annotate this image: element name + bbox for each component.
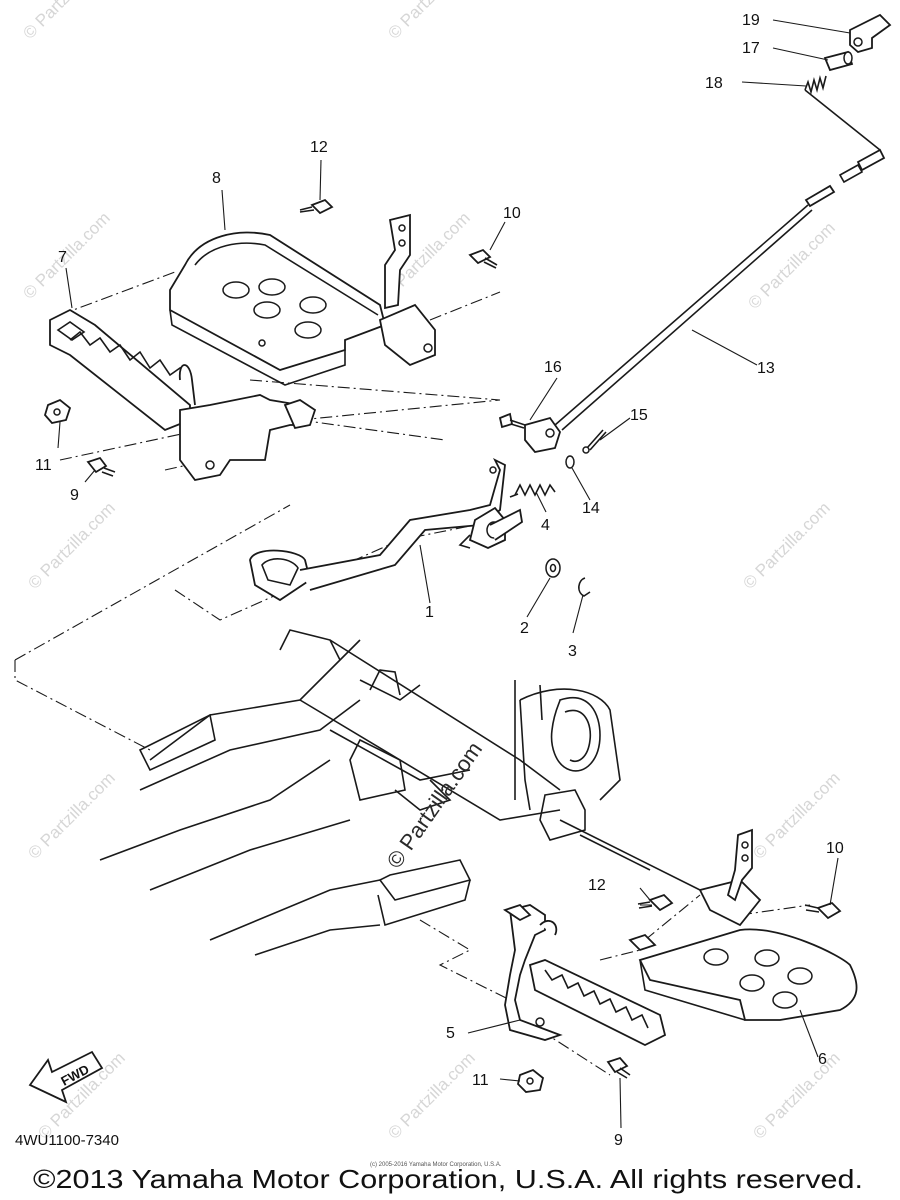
callout-5: 5 bbox=[446, 1025, 455, 1042]
part-5-footpeg-right bbox=[502, 903, 667, 1047]
callout-8: 8 bbox=[212, 170, 221, 187]
watermark: © Partzilla.com bbox=[739, 498, 833, 592]
part-9-bolt-right bbox=[606, 1056, 631, 1079]
callout-9: 9 bbox=[614, 1132, 623, 1149]
part-19-clevis bbox=[849, 13, 892, 53]
callout-19: 19 bbox=[742, 12, 760, 29]
part-2-washer bbox=[545, 558, 561, 578]
part-11-nut-right bbox=[517, 1068, 545, 1093]
callout-3: 3 bbox=[568, 643, 577, 660]
callout-12: 12 bbox=[310, 139, 328, 156]
part-3-circlip bbox=[578, 577, 591, 597]
cable-clevis bbox=[524, 416, 561, 453]
callout-10: 10 bbox=[826, 840, 844, 857]
callout-11: 11 bbox=[472, 1072, 489, 1089]
callout-6: 6 bbox=[818, 1051, 827, 1068]
callout-9: 9 bbox=[70, 487, 79, 504]
callout-13: 13 bbox=[757, 360, 775, 377]
part-8-footrest-left bbox=[169, 213, 436, 386]
part-12-bolt-right bbox=[637, 893, 674, 912]
part-14-washer bbox=[565, 455, 575, 469]
frame-chassis bbox=[99, 629, 701, 956]
callout-2: 2 bbox=[520, 620, 529, 637]
watermark: © Partzilla.com bbox=[24, 498, 118, 592]
part-18-spring bbox=[804, 74, 827, 96]
part-1-brake-pedal bbox=[249, 457, 523, 602]
callout-10: 10 bbox=[503, 205, 521, 222]
callout-12: 12 bbox=[588, 877, 606, 894]
copyright-text: ©2013 Yamaha Motor Corporation, U.S.A. A… bbox=[33, 1164, 863, 1194]
callout-16: 16 bbox=[544, 359, 562, 376]
part-16-clevis-pin bbox=[498, 412, 526, 429]
watermark: © Partzilla.com bbox=[384, 1048, 478, 1142]
callout-7: 7 bbox=[58, 249, 67, 266]
part-10-bolt-top bbox=[468, 248, 498, 269]
part-15-cotter-pin bbox=[582, 429, 607, 454]
callout-15: 15 bbox=[630, 407, 648, 424]
callout-4: 4 bbox=[541, 517, 550, 534]
leader-lines bbox=[57, 19, 851, 1129]
part-17-adjuster-nut bbox=[823, 50, 854, 72]
callout-numbers: 19 17 18 13 16 15 14 4 1 2 3 12 10 8 7 1… bbox=[35, 12, 844, 1149]
watermark: © Partzilla.com bbox=[384, 0, 478, 43]
part-11-nut-left bbox=[43, 398, 72, 424]
watermark: © Partzilla.com bbox=[19, 0, 113, 43]
callout-11: 11 bbox=[35, 457, 52, 474]
callout-14: 14 bbox=[582, 500, 600, 517]
watermark: © Partzilla.com bbox=[24, 768, 118, 862]
watermark: © Partzilla.com bbox=[749, 1048, 843, 1142]
fine-print: (c) 2005-2016 Yamaha Motor Corporation, … bbox=[370, 1162, 502, 1168]
part-12-bolt-top bbox=[299, 198, 334, 215]
part-13-brake-cable bbox=[554, 89, 886, 431]
part-4-spring bbox=[509, 483, 556, 498]
diagram-code: 4WU1100-7340 bbox=[15, 1132, 119, 1149]
watermark-center: © Partzilla.com bbox=[382, 737, 488, 873]
part-10-bolt-right bbox=[804, 901, 842, 920]
part-7-footpeg-left bbox=[49, 308, 317, 481]
part-9-bolt-left bbox=[86, 456, 116, 477]
callout-17: 17 bbox=[742, 40, 760, 57]
callout-1: 1 bbox=[425, 604, 434, 621]
callout-18: 18 bbox=[705, 75, 723, 92]
part-6-footrest-right bbox=[628, 828, 858, 1021]
watermark: © Partzilla.com bbox=[744, 218, 838, 312]
